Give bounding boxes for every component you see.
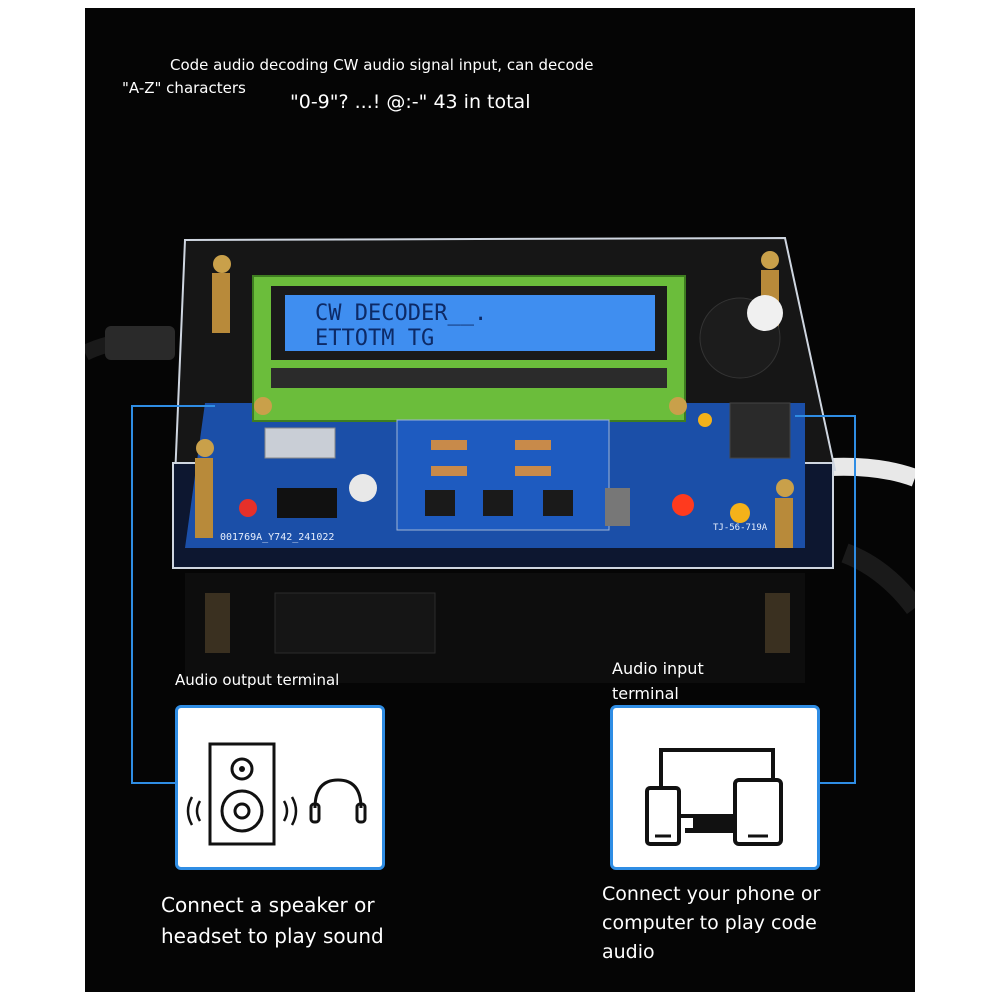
speaker-icon [186,742,298,846]
pcb-button-2 [483,490,513,516]
audio-plug-left [105,326,175,360]
audio-output-caption: Connect a speaker or headset to play sou… [161,893,384,948]
led-red-left [239,499,257,517]
pcb-model: TJ-56-719A [713,523,768,533]
lcd-row-1: CW DECODER__. [315,301,487,326]
pcb-button-1 [425,490,455,516]
tablet-icon [733,778,783,846]
audio-input-label: Audio input terminal [612,659,704,703]
audio-output-box [175,705,385,870]
pcb-serial: 001769A_Y742_241022 [220,532,334,543]
pcb-button-3 [543,490,573,516]
output-connector-line [131,405,215,784]
product-photo: Code audio decoding CW audio signal inpu… [85,8,915,992]
lcd-row-2: ETTOTM TG [315,326,434,351]
audio-input-caption: Connect your phone or computer to play c… [602,883,821,963]
headline-line-2: "A-Z" characters [122,79,246,97]
audio-input-box [610,705,820,870]
led-red-right [672,494,694,516]
audio-output-label: Audio output terminal [175,671,340,689]
phone-icon [645,786,681,846]
cw-decoder-device: CW DECODER__. ETTOTM TG [85,236,915,784]
headline-line-1: Code audio decoding CW audio signal inpu… [170,56,594,74]
headphones-icon [309,778,367,824]
headline-line-3: "0-9"? ...! @:-" 43 in total [290,91,531,113]
lcd-screen [285,295,655,351]
audio-jack [729,402,791,459]
input-connector-line [795,415,856,784]
